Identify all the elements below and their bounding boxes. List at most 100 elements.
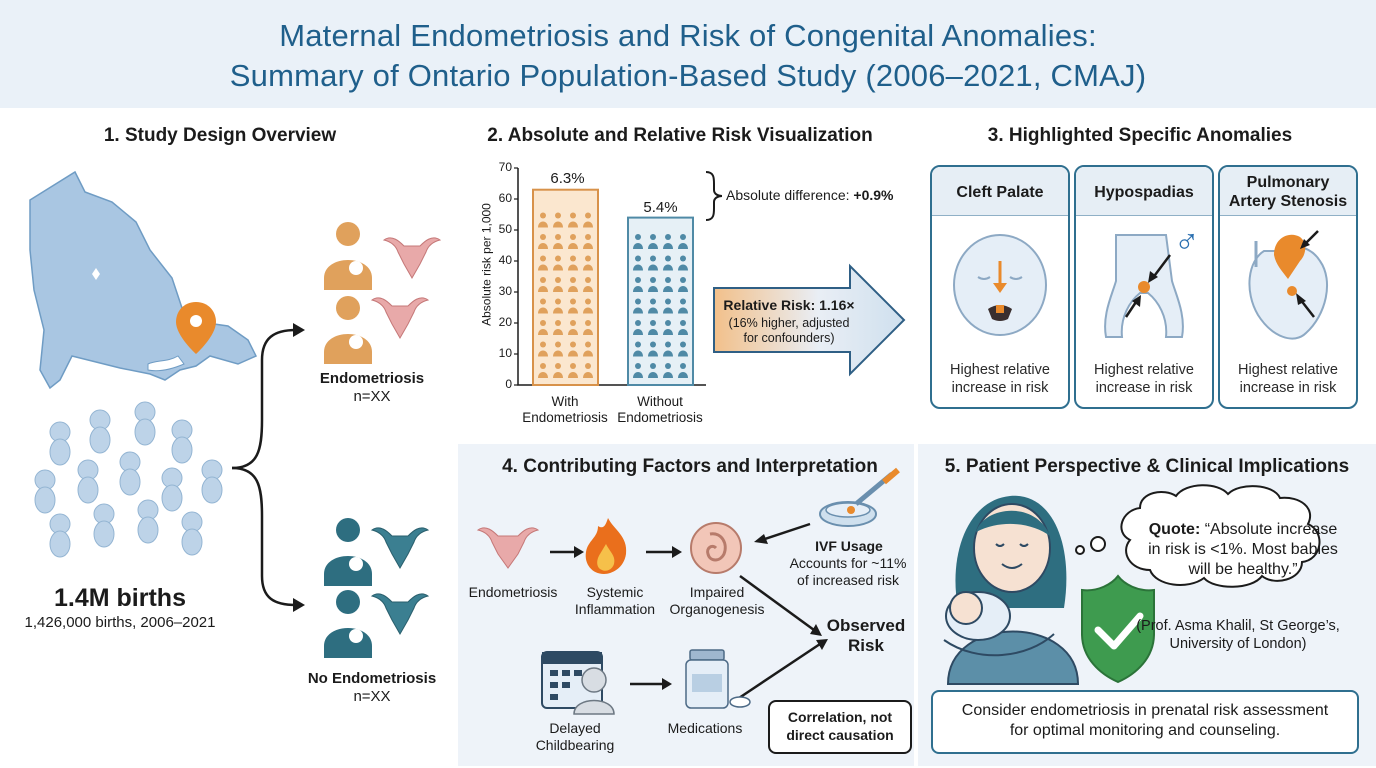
- total-births-label: 1.4M births: [54, 584, 186, 612]
- section-4-title: 4. Contributing Factors and Interpretati…: [502, 456, 878, 477]
- observed-risk-line2: Risk: [848, 636, 884, 655]
- factor-ivf-line2: of increased risk: [797, 572, 899, 588]
- uterus-icon-control-2: [370, 593, 430, 636]
- group-no-endometriosis-label: No Endometriosis: [307, 670, 437, 687]
- quote-attribution-line2: University of London): [1169, 636, 1307, 652]
- mother-baby-icon-control-2: [324, 590, 372, 658]
- anomaly-foot-line2: increase in risk: [951, 380, 1049, 396]
- factors-flow-graphic: [476, 467, 900, 715]
- page-title-line1: Maternal Endometriosis and Risk of Conge…: [279, 18, 1097, 53]
- shield-check-icon: [1081, 574, 1155, 684]
- relative-risk-label: Relative Risk: 1.16×: [723, 297, 855, 313]
- section-3-title: 3. Highlighted Specific Anomalies: [987, 125, 1293, 146]
- observed-risk-line1: Observed: [826, 616, 906, 635]
- group-no-endometriosis-n: n=XX: [353, 688, 391, 705]
- absolute-difference-value: +0.9%: [853, 187, 894, 203]
- baby-in-arms-icon: [943, 591, 1055, 657]
- uterus-icon-endometriosis-1: [382, 237, 442, 280]
- difference-brace-icon: [705, 171, 723, 221]
- factor-endometriosis-label: Endometriosis: [468, 584, 558, 600]
- petri-dish-syringe-icon: [819, 467, 900, 527]
- section-2-title: 2. Absolute and Relative Risk Visualizat…: [487, 125, 873, 146]
- section-5-title: 5. Patient Perspective & Clinical Implic…: [944, 456, 1350, 477]
- correlation-note-box: Correlation, not direct causation: [768, 700, 912, 754]
- chart-y-tick-label: 20: [498, 315, 512, 329]
- factor-ivf-title: IVF Usage: [815, 538, 883, 554]
- anomaly-foot-line1: Highest relative: [950, 362, 1050, 378]
- header-band: [0, 0, 1376, 108]
- chart-y-tick-label: 60: [498, 191, 512, 205]
- card-header: [932, 167, 1068, 216]
- quote-text-line1: “Absolute increase: [1200, 521, 1338, 538]
- chart-category-with: With Endometriosis: [510, 394, 620, 426]
- mother-portrait-icon: [946, 495, 1080, 685]
- thought-bubble-icon: [1075, 484, 1321, 588]
- factor-delayed-line2: Childbearing: [535, 737, 615, 753]
- correlation-note-line2: direct causation: [786, 727, 894, 743]
- implication-line1: Consider endometriosis in prenatal risk …: [961, 702, 1329, 719]
- quote-line3: will be healthy.”: [1188, 561, 1298, 578]
- anomaly-title-line2: Artery Stenosis: [1228, 193, 1348, 210]
- quote-label: Quote:: [1148, 521, 1201, 538]
- mother-baby-icon-control-1: [324, 518, 372, 586]
- location-pin-icon: [176, 302, 216, 354]
- patient-illustration: [943, 484, 1321, 685]
- quote-line1: Quote: “Absolute increase: [1128, 520, 1358, 540]
- chart-y-tick-label: 0: [505, 377, 512, 391]
- chart-y-tick-label: 50: [498, 222, 512, 236]
- anomaly-foot-line1: Highest relative: [1238, 362, 1338, 378]
- mother-baby-icon-endometriosis-1: [324, 222, 372, 290]
- anomaly-title: Hypospadias: [1094, 184, 1194, 201]
- babies-cluster-icon: [34, 401, 223, 558]
- chart-y-tick-label: 40: [498, 253, 512, 267]
- factor-inflammation-line2: Inflammation: [574, 601, 656, 617]
- absolute-difference-label: Absolute difference:: [726, 187, 854, 203]
- factor-organogenesis-line2: Organogenesis: [669, 601, 765, 617]
- page-title-line2: Summary of Ontario Population-Based Stud…: [229, 58, 1147, 93]
- relative-risk-note-line2: for confounders): [743, 331, 835, 345]
- quote-line2: in risk is <1%. Most babies: [1148, 541, 1338, 558]
- study-design-graphic: [29, 170, 442, 658]
- chart-data-label-with: 6.3%: [550, 170, 585, 187]
- births-detail-label: 1,426,000 births, 2006–2021: [24, 614, 216, 631]
- card-header: [1076, 167, 1212, 216]
- chart-y-tick-label: 70: [498, 160, 512, 174]
- medication-bottle-icon: [685, 649, 751, 709]
- anomaly-foot-line2: increase in risk: [1095, 380, 1193, 396]
- relative-risk-note-line1: (16% higher, adjusted: [728, 316, 850, 330]
- risk-bar-chart: [514, 167, 706, 386]
- uterus-icon-control-1: [370, 527, 430, 570]
- anomaly-foot-line1: Highest relative: [1094, 362, 1194, 378]
- group-endometriosis-n: n=XX: [353, 388, 391, 405]
- factor-inflammation-line1: Systemic: [586, 584, 644, 600]
- chart-category-with-line2: Endometriosis: [522, 410, 608, 425]
- embryo-icon: [690, 522, 742, 574]
- absolute-difference-text: Absolute difference: +0.9%: [726, 187, 926, 204]
- factor-medications-label: Medications: [667, 720, 743, 736]
- heart-icon: [1248, 230, 1328, 340]
- chart-category-without-line2: Endometriosis: [617, 410, 703, 425]
- male-symbol-icon: ♂: [1174, 223, 1200, 261]
- mother-baby-icon-endometriosis-2: [324, 296, 372, 364]
- section-1-title: 1. Study Design Overview: [103, 125, 337, 146]
- chart-category-without: Without Endometriosis: [605, 394, 715, 426]
- chart-category-with-line1: With: [551, 394, 579, 409]
- anomaly-foot-line2: increase in risk: [1239, 380, 1337, 396]
- pictogram-people-icons-without: [633, 234, 688, 378]
- relative-risk-arrow: [713, 263, 906, 377]
- uterus-icon-endometriosis-2: [370, 297, 430, 340]
- quote-attribution-line1: (Prof. Asma Khalil, St George’s,: [1136, 618, 1340, 634]
- uterus-icon: [476, 527, 540, 569]
- group-endometriosis-label: Endometriosis: [319, 370, 425, 387]
- infant-lower-body-icon: [1104, 234, 1184, 338]
- anomaly-card-hypospadias: Hypospadias ♂ Highest relative increase …: [1074, 165, 1214, 409]
- pictogram-people-icons-with: [538, 212, 593, 378]
- calendar-woman-icon: [541, 651, 615, 715]
- implication-line2: for optimal monitoring and counseling.: [1009, 722, 1281, 739]
- fire-icon: [585, 518, 627, 574]
- factor-organogenesis-line1: Impaired: [689, 584, 745, 600]
- factor-ivf-line1: Accounts for ~11%: [789, 555, 907, 571]
- chart-data-label-without: 5.4%: [643, 199, 678, 216]
- clinical-implication-box: Consider endometriosis in prenatal risk …: [931, 690, 1359, 754]
- anomaly-title: Cleft Palate: [956, 184, 1044, 201]
